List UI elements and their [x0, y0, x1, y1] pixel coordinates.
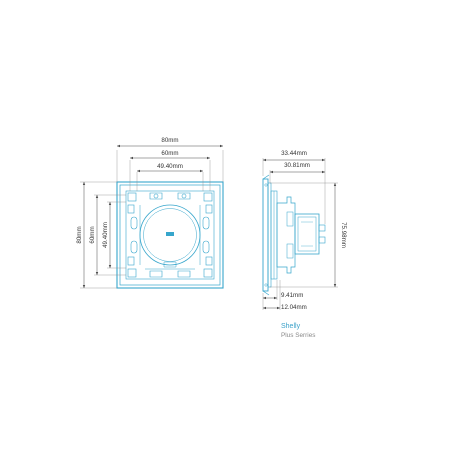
front-view: [116, 181, 224, 289]
side-view: [262, 174, 326, 296]
dim-front-width-outer: 80mm: [161, 137, 178, 144]
side-depth-dimensions: [262, 158, 326, 224]
dim-front-width-mid: 60mm: [161, 150, 178, 157]
front-frame-outer: [116, 181, 224, 289]
mounting-plate: [125, 190, 215, 280]
dim-front-height-mid: 60mm: [89, 226, 96, 243]
front-frame-inner: [119, 184, 221, 286]
front-width-dimensions: [116, 144, 224, 191]
dim-front-height-outer: 80mm: [76, 226, 83, 243]
brand-name: Shelly: [281, 323, 301, 330]
dim-side-front-1: 9.41mm: [281, 292, 303, 299]
inner-guides: [139, 205, 201, 270]
dim-side-front-2: 12.04mm: [281, 304, 307, 311]
center-led: [166, 232, 174, 236]
dim-side-depth-body: 30.81mm: [284, 162, 310, 169]
dim-front-height-inner: 49.40mm: [102, 222, 109, 248]
dim-side-height: 75.98mm: [340, 222, 347, 248]
side-height-dimension: [270, 182, 338, 288]
dim-front-width-inner: 49.40mm: [157, 163, 183, 170]
series-name: Plus Serries: [281, 332, 315, 339]
screw-slots: [130, 192, 210, 278]
center-cutout-inner: [143, 208, 197, 262]
corner-tabs: [127, 192, 213, 278]
side-front-dimensions: [262, 280, 281, 310]
dim-side-depth-total: 33.44mm: [281, 150, 307, 157]
front-height-dimensions: [80, 181, 126, 289]
